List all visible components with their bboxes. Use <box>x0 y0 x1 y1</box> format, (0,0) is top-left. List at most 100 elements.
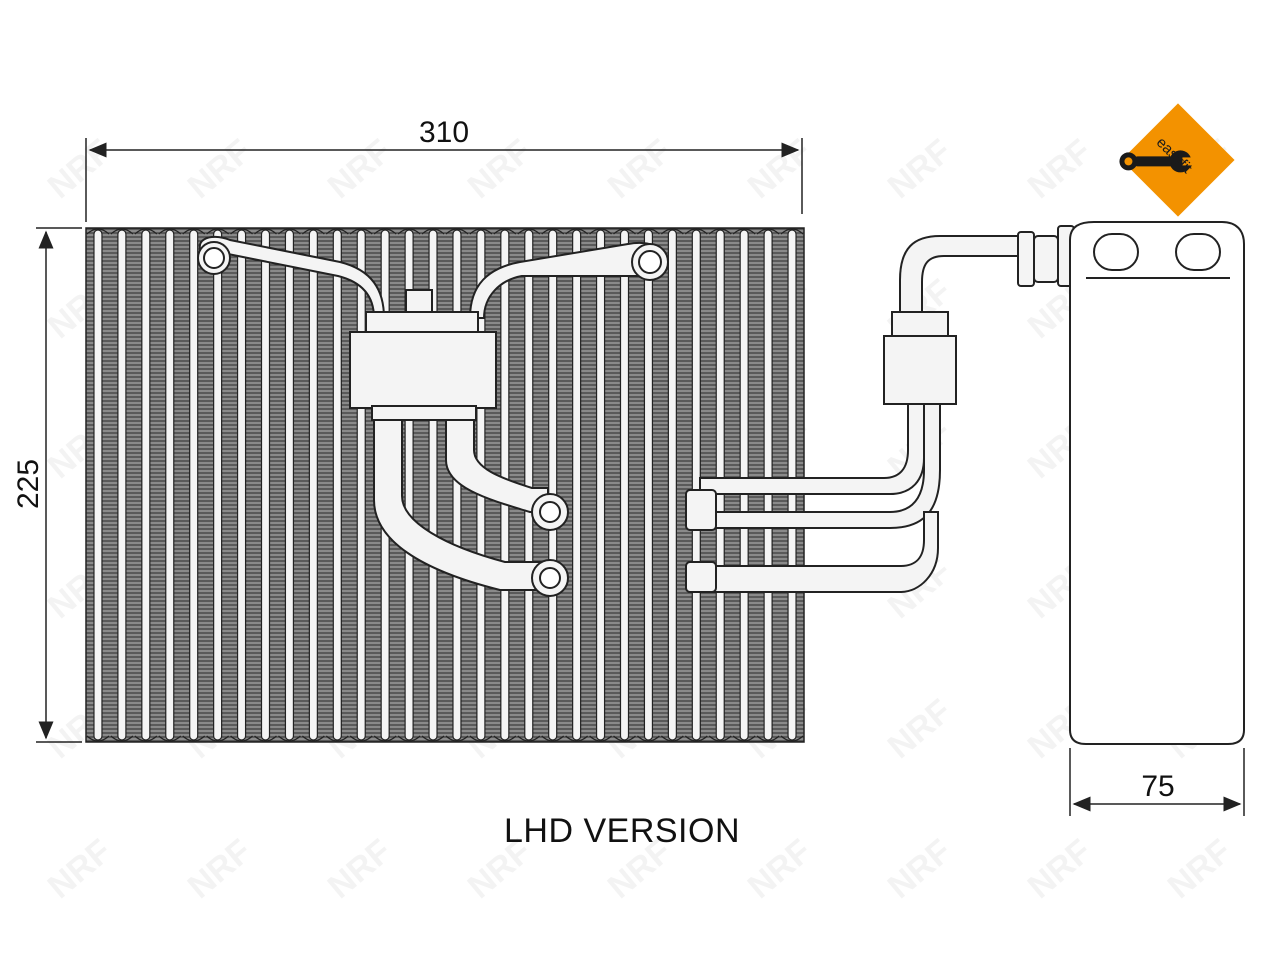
core-tube-cap <box>254 228 277 235</box>
core-tube <box>572 229 582 741</box>
core-tube-cap <box>206 735 230 742</box>
core-tube <box>595 229 606 741</box>
easyfit-badge: easyfit <box>1119 103 1235 217</box>
width-dimension <box>85 138 803 222</box>
height-dimension-label: 225 <box>12 459 45 509</box>
core-tube-cap <box>86 228 110 235</box>
core-tube-cap <box>637 735 660 742</box>
core-tube-cap <box>756 735 780 742</box>
core-tube-cap <box>230 735 253 742</box>
core-tube <box>356 229 366 741</box>
core-tube-cap <box>613 735 636 742</box>
core-tube <box>236 229 247 741</box>
core-tube-cap <box>134 228 158 235</box>
core-tube <box>189 229 199 741</box>
core-tube-cap <box>110 228 134 235</box>
core-tube <box>332 229 342 741</box>
core-tube-cap <box>158 228 182 235</box>
core-tube <box>93 229 103 741</box>
core-tube-cap <box>732 228 756 235</box>
core-tube-cap <box>421 228 445 235</box>
core-tube-cap <box>397 228 421 235</box>
nrf-watermark: NRF <box>41 132 119 206</box>
core-tube-cap <box>708 735 732 742</box>
core-tube-cap <box>565 735 589 742</box>
version-caption: LHD VERSION <box>504 812 740 850</box>
core-tube <box>284 229 295 741</box>
core-tube <box>619 229 630 741</box>
nrf-watermark: NRF <box>1021 132 1099 206</box>
core-tube <box>548 229 558 741</box>
core-tube-cap <box>158 735 182 742</box>
core-tube-cap <box>517 228 541 235</box>
nrf-watermark: NRF <box>741 132 819 206</box>
nrf-watermark: NRF <box>881 692 959 766</box>
core-tube-cap <box>780 735 804 742</box>
core-tube-cap <box>732 735 756 742</box>
core-tube-cap <box>301 735 325 742</box>
core-tube <box>643 229 654 741</box>
core-tube-cap <box>541 228 565 235</box>
core-tube-cap <box>445 228 469 235</box>
core-tube-cap <box>110 735 134 742</box>
core-tube-cap <box>230 228 253 235</box>
core-tube <box>141 229 151 741</box>
core-tube-cap <box>613 228 636 235</box>
evaporator-core <box>85 227 805 743</box>
depth-dimension-label: 75 <box>1141 770 1174 803</box>
height-dimension <box>36 227 82 743</box>
core-tube-cap <box>206 228 230 235</box>
nrf-watermark: NRF <box>881 132 959 206</box>
core-tube <box>260 229 271 741</box>
receiver-housing <box>1069 221 1245 745</box>
core-tube-cap <box>182 735 206 742</box>
nrf-watermark: NRF <box>601 132 679 206</box>
core-tube-cap <box>349 228 373 235</box>
core-tube-cap <box>254 735 277 742</box>
width-dimension-label: 310 <box>419 116 469 149</box>
core-tube-cap <box>589 735 612 742</box>
nrf-watermark: NRF <box>321 132 399 206</box>
core-tube-cap <box>541 735 565 742</box>
core-tube-cap <box>493 228 517 235</box>
core-tube-cap <box>373 228 397 235</box>
connection-pipes <box>685 225 1075 593</box>
core-tube-cap <box>373 735 397 742</box>
core-tube <box>165 229 175 741</box>
core-tube-cap <box>278 228 301 235</box>
core-tube-cap <box>493 735 517 742</box>
core-tube-cap <box>397 735 421 742</box>
core-tube-cap <box>469 228 493 235</box>
core-tube-cap <box>421 735 445 742</box>
core-tube-cap <box>708 228 732 235</box>
core-tube-cap <box>134 735 158 742</box>
core-tube-cap <box>684 735 708 742</box>
core-tube-cap <box>517 735 541 742</box>
core-tube-cap <box>589 228 612 235</box>
nrf-watermark: NRF <box>181 132 259 206</box>
core-tube-cap <box>325 228 349 235</box>
core-tube-cap <box>469 735 493 742</box>
refrigerant-pipes <box>197 235 670 597</box>
core-tube-cap <box>637 228 660 235</box>
core-tube-cap <box>445 735 469 742</box>
core-tube-cap <box>182 228 206 235</box>
core-tube-cap <box>278 735 301 742</box>
core-tube-cap <box>301 228 325 235</box>
core-tube <box>213 229 223 741</box>
core-tube <box>117 229 127 741</box>
core-tube <box>308 229 318 741</box>
core-tube-cap <box>684 228 708 235</box>
core-tube <box>524 229 534 741</box>
core-tube-cap <box>756 228 780 235</box>
wrench-icon <box>1119 150 1195 173</box>
nrf-watermark: NRF <box>461 132 539 206</box>
core-tube-cap <box>86 735 110 742</box>
core-tube-cap <box>349 735 373 742</box>
core-tube-cap <box>780 228 804 235</box>
core-tube-cap <box>325 735 349 742</box>
core-tube-cap <box>660 228 684 235</box>
depth-dimension <box>1069 748 1245 816</box>
core-tube <box>667 229 677 741</box>
